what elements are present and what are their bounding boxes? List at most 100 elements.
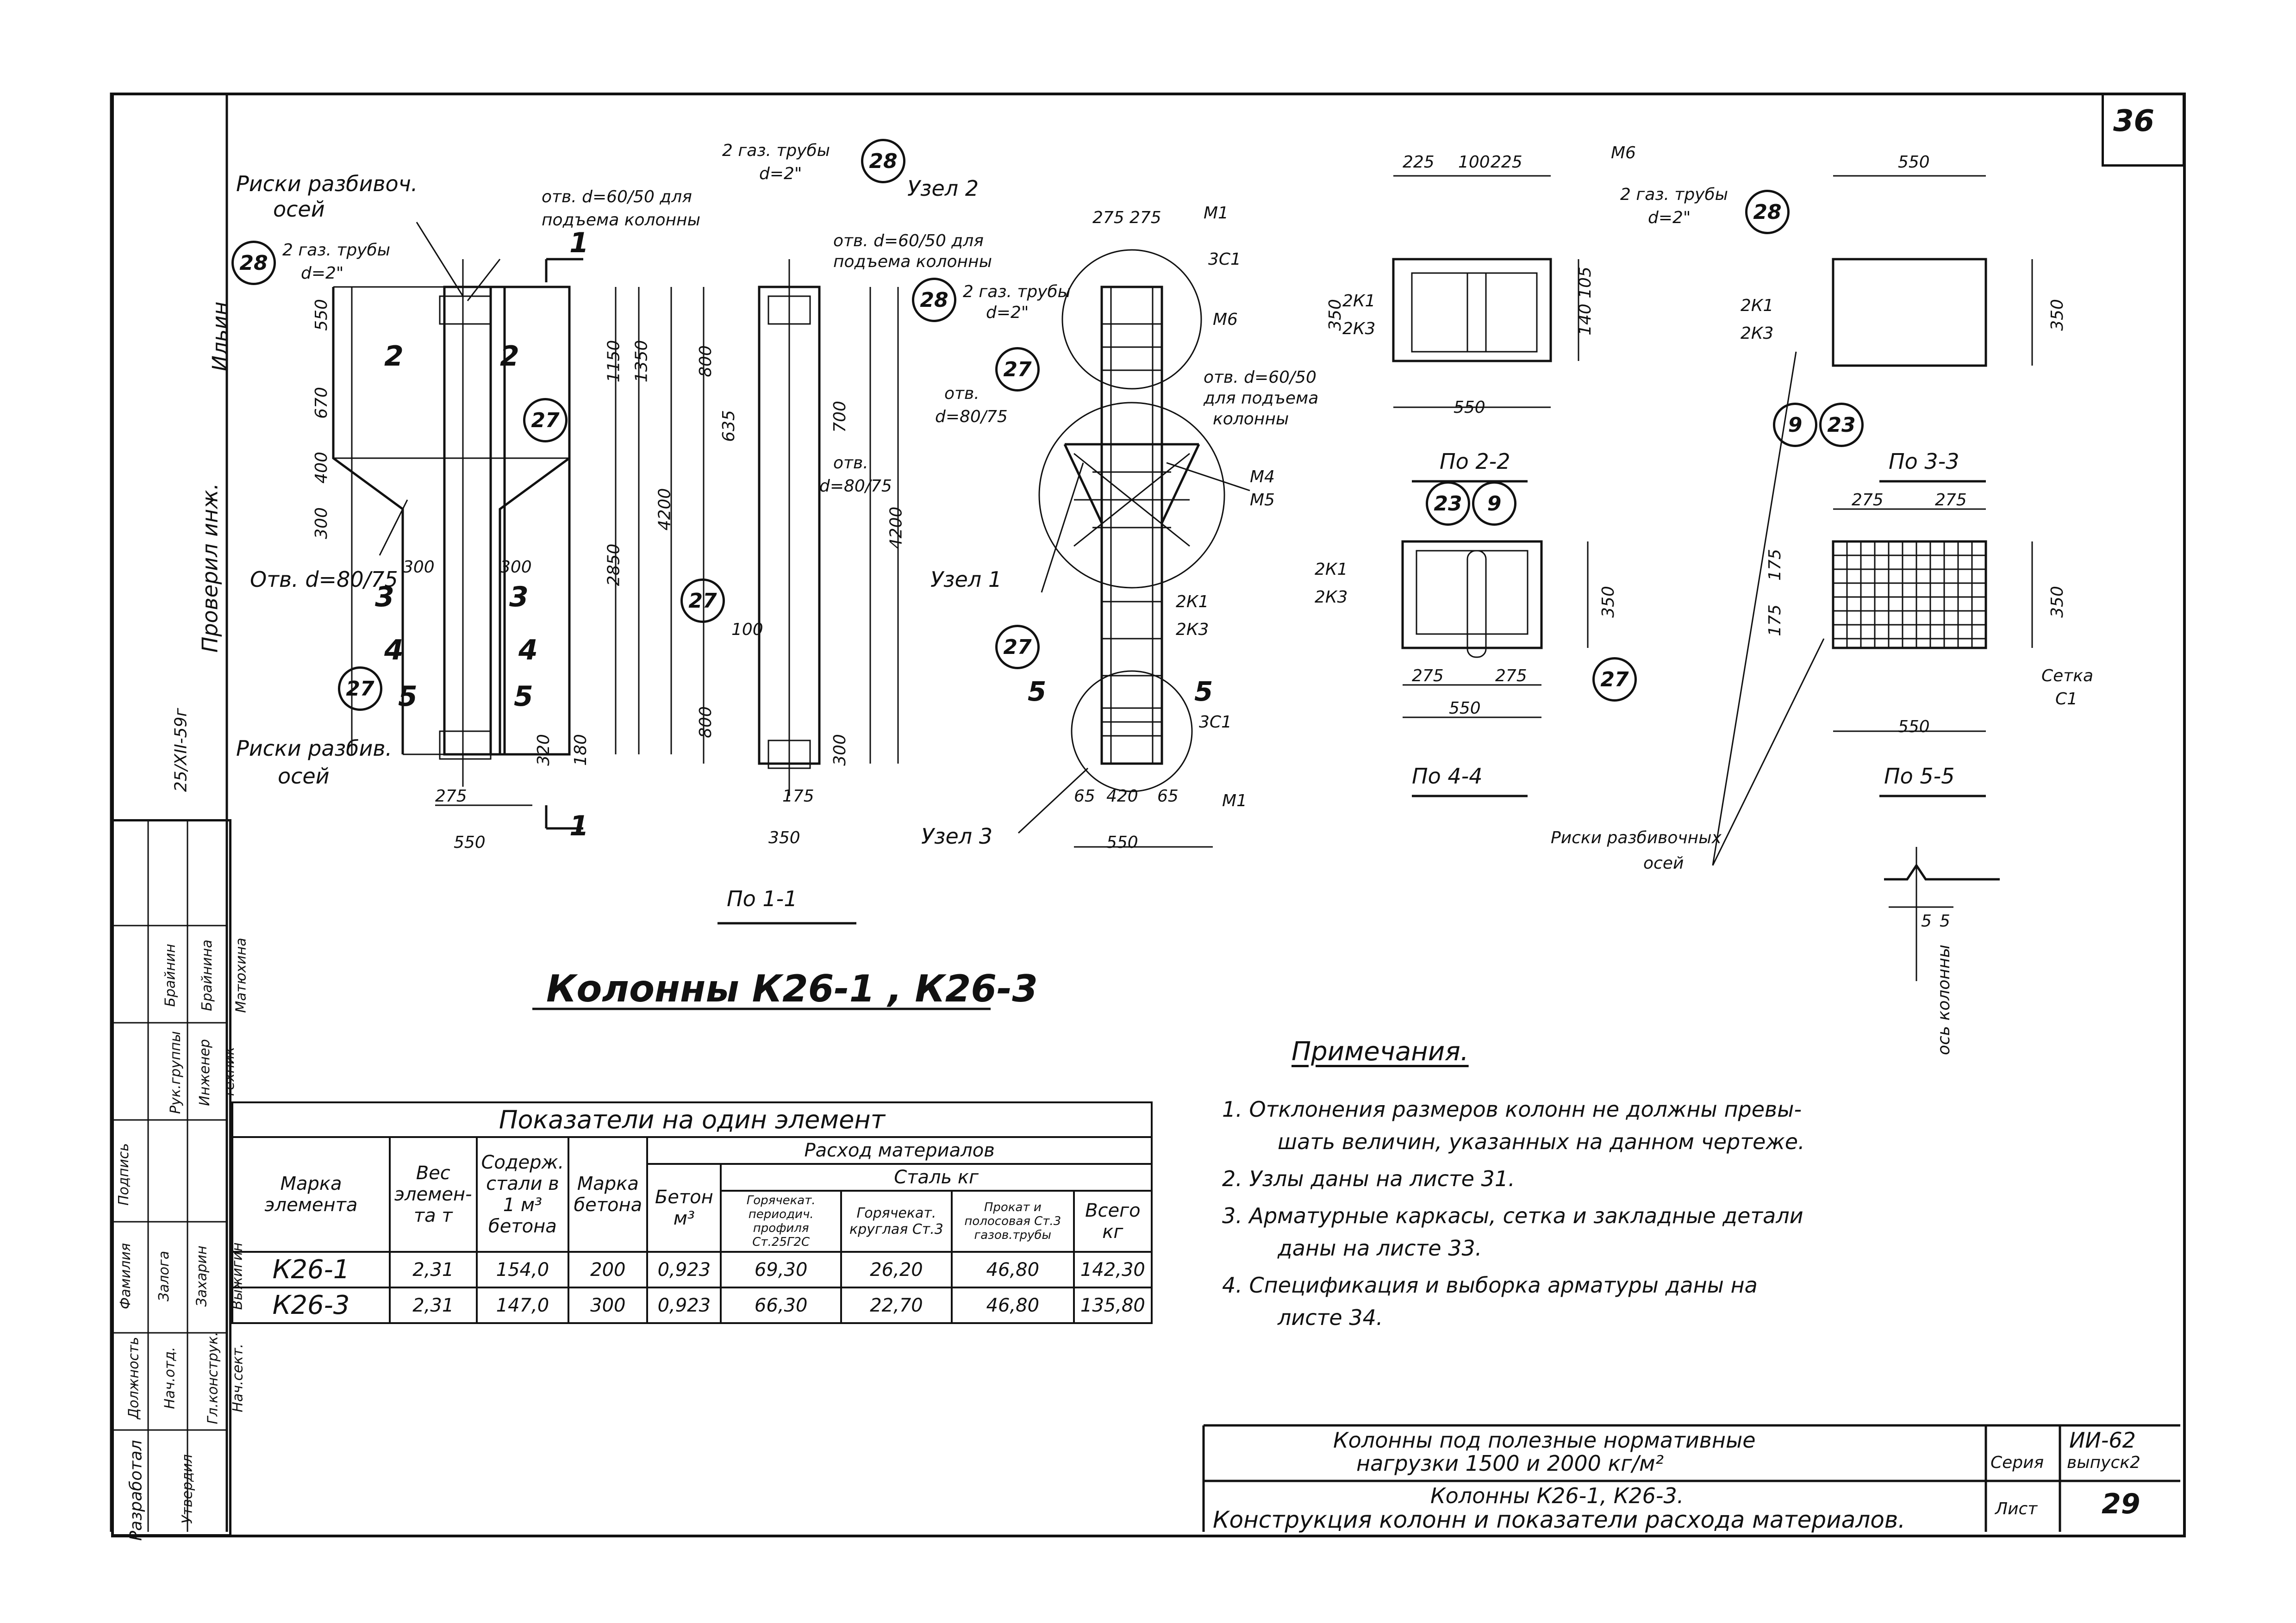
- row-1-periodic: 69,30: [720, 1251, 842, 1288]
- mark-27-s44: 27: [1592, 657, 1637, 702]
- col-hot-periodic: Горячекат. периодич. профиля Ст.25Г2С: [720, 1190, 842, 1253]
- section-mark-4-right: 4: [518, 634, 538, 666]
- dim-275-b: 275: [1129, 208, 1161, 227]
- row-2-total: 135,80: [1073, 1287, 1153, 1324]
- dim-4200-mid: 4200: [886, 506, 906, 549]
- materials-table: Показатели на один элемент Марка элемент…: [231, 1101, 1153, 1324]
- mark-sc1-top: 3С1: [1208, 250, 1241, 269]
- mark-k1-s33: 2К1: [1741, 296, 1774, 315]
- row-1-weight: 2,31: [389, 1251, 478, 1288]
- mark-23-s44: 23: [1426, 481, 1470, 526]
- label-gas-d-right: d=2": [986, 303, 1029, 322]
- stamp-row-4-name: Залогa: [156, 1250, 173, 1302]
- dim-225-b: 225: [1491, 153, 1522, 172]
- dim-350-s55: 350: [2047, 586, 2067, 618]
- row-2-concrete: 0,923: [646, 1287, 722, 1324]
- dim-225-a: 225: [1403, 153, 1435, 172]
- dim-350-mid: 350: [768, 828, 800, 847]
- row-1-mark: К26-1: [231, 1251, 391, 1288]
- title-section-5-5: По 5-5: [1884, 764, 1955, 789]
- section-mark-2-right: 2: [500, 340, 519, 373]
- label-hole-80-75-mid: отв.: [833, 454, 868, 473]
- label-hole-80-75-mid-2: d=80/75: [819, 477, 892, 496]
- section-mark-5-b: 5: [1194, 676, 1213, 707]
- label-gas-pipes-s22: 2 газ. трубы: [1620, 185, 1728, 204]
- col-concrete-grade: Марка бетона: [568, 1136, 649, 1253]
- dim-550-right: 550: [1106, 833, 1138, 852]
- label-gas-d-s22: d=2": [1648, 208, 1691, 227]
- mark-27-right-top: 27: [995, 347, 1040, 392]
- stamp-checked-name: Ильин: [207, 301, 233, 372]
- section-mark-5-a: 5: [1028, 676, 1047, 707]
- row-1-grade: 200: [568, 1251, 649, 1288]
- sheet-value: 29: [2102, 1488, 2140, 1520]
- label-gas-pipes-left: 2 газ. трубы: [282, 241, 391, 260]
- mark-k3-s22: 2К3: [1342, 319, 1376, 338]
- col-steel-content: Содерж. стали в 1 м³ бетона: [475, 1136, 570, 1253]
- row-2-rolled: 46,80: [950, 1287, 1075, 1324]
- row-1-round: 26,20: [840, 1251, 953, 1288]
- dim-275-a: 275: [1092, 208, 1124, 227]
- dim-65-b: 65: [1157, 787, 1179, 806]
- note-3a: 3. Арматурные каркасы, сетка и закладные…: [1222, 1203, 1803, 1228]
- section-mark-5-left: 5: [398, 680, 418, 713]
- dim-175-mid: 175: [782, 787, 814, 806]
- dim-275-s55-a: 275: [1852, 491, 1884, 510]
- label-hole-lift-mid: отв. d=60/50 для: [833, 231, 984, 250]
- dim-5-b: 5: [1940, 912, 1950, 931]
- section-mark-3-left: 3: [375, 581, 394, 613]
- dim-105-s22: 105: [1575, 267, 1595, 298]
- label-net-2: С1: [2055, 690, 2078, 709]
- dim-275-s55-b: 275: [1935, 491, 1967, 510]
- series-label: Серия: [1990, 1453, 2044, 1472]
- stamp-row-4-position: Нач.отд.: [162, 1347, 178, 1409]
- label-hole-lift-right-2: для подъема: [1204, 389, 1319, 408]
- label-net: Сетка: [2041, 666, 2094, 685]
- stamp-row-2-name: Брайнина: [199, 939, 215, 1011]
- stamp-date: 25/XII-59г: [171, 708, 191, 792]
- stamp-approved-label: Утвердил: [179, 1454, 196, 1524]
- section-mark-3-right: 3: [509, 581, 529, 613]
- drawing-frame: [111, 93, 2186, 1537]
- stamp-developed-label: Разработал: [126, 1440, 146, 1541]
- col-hot-round: Горячекат. круглая Ст.3: [840, 1190, 953, 1253]
- dim-65-a: 65: [1074, 787, 1095, 806]
- mark-m5: М5: [1250, 491, 1275, 510]
- title-section-4-4: По 4-4: [1412, 764, 1483, 789]
- stamp-row-3-name: Матюхина: [233, 938, 250, 1013]
- label-gas-d-left: d=2": [301, 264, 344, 283]
- dim-800-mid-top: 800: [696, 345, 715, 377]
- series-value: ИИ-62: [2069, 1428, 2136, 1453]
- note-2: 2. Узлы даны на листе 31.: [1222, 1166, 1515, 1191]
- dim-350-s44: 350: [1598, 586, 1618, 618]
- dim-275-s44-b: 275: [1495, 666, 1527, 685]
- dim-275-left: 275: [435, 787, 467, 806]
- row-2-round: 22,70: [840, 1287, 953, 1324]
- label-axis-column: ось колонны: [1934, 945, 1953, 1055]
- dim-300-b: 300: [500, 558, 532, 577]
- label-hole-80-75-left: Отв. d=80/75: [250, 567, 398, 592]
- dim-140-s22: 140: [1575, 304, 1595, 336]
- table-row: К26-3 2,31 147,0 300 0,923 66,30 22,70 4…: [231, 1287, 1153, 1324]
- mark-sc1-bottom: 3С1: [1199, 713, 1232, 732]
- sheet-number-top: 36: [2113, 104, 2155, 138]
- mark-27-mid: 27: [680, 578, 725, 623]
- sheet-number-box: [2102, 93, 2185, 167]
- mark-k1-s22: 2К1: [1342, 292, 1376, 311]
- col-weight: Вес элемен-та т: [389, 1136, 478, 1253]
- row-2-periodic: 66,30: [720, 1287, 842, 1324]
- mark-k1-right: 2К1: [1176, 592, 1209, 611]
- row-1-concrete: 0,923: [646, 1251, 722, 1288]
- label-risk-axes-bottom-2: осей: [278, 764, 330, 789]
- label-hole-80-75-right-2: d=80/75: [935, 407, 1008, 426]
- label-gas-d-mid: d=2": [759, 164, 802, 183]
- col-total: Всего кг: [1073, 1190, 1153, 1253]
- mark-27-right-bottom: 27: [995, 625, 1040, 669]
- dim-550-top: 550: [312, 299, 331, 331]
- mark-28-s22: 28: [1745, 190, 1790, 234]
- dim-550-s44: 550: [1449, 699, 1481, 718]
- label-risk-axes-bottom: Риски разбив.: [236, 736, 393, 761]
- title-section-1-1: По 1-1: [727, 886, 798, 911]
- dim-1350: 1350: [632, 340, 651, 383]
- mark-m4: М4: [1250, 467, 1275, 486]
